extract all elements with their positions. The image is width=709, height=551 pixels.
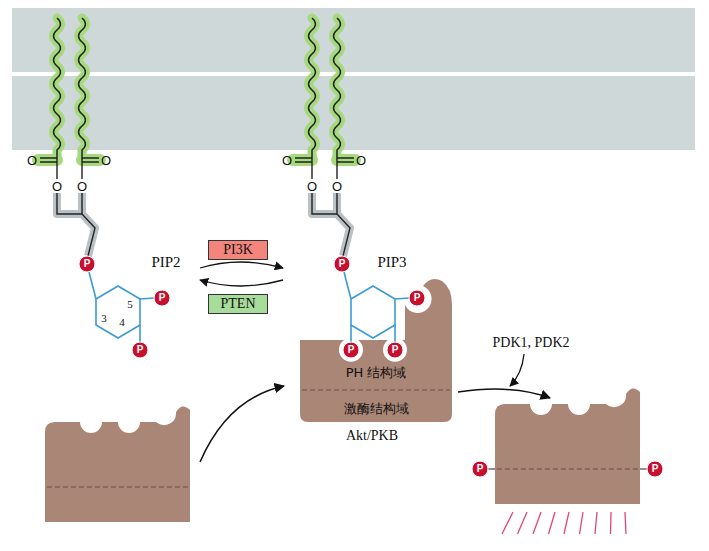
activity-ray — [595, 512, 597, 534]
phosphate-label: P — [84, 259, 91, 269]
atom-label: O — [52, 180, 62, 193]
membrane-band — [12, 76, 695, 150]
pip3-molecule — [293, 18, 425, 358]
ring-position: 4 — [119, 317, 125, 328]
enzyme-name: PTEN — [221, 297, 256, 311]
enzyme-box: PI3K — [208, 240, 268, 260]
protein-name: Akt/PKB — [346, 429, 398, 443]
reaction-arrow — [200, 280, 283, 286]
molecule-name: PIP3 — [377, 255, 406, 270]
activity-rays — [502, 512, 626, 534]
translocation-arrow — [200, 386, 284, 462]
phosphate-label: P — [652, 464, 659, 474]
activity-ray — [610, 512, 612, 534]
activity-ray — [625, 512, 626, 534]
activity-ray — [502, 512, 513, 534]
domain-divider — [302, 390, 450, 391]
activity-ray — [580, 512, 584, 534]
phosphate-circle — [647, 461, 663, 477]
activity-ray — [549, 512, 556, 534]
domain-divider — [497, 469, 638, 470]
domain-label: PH 结构域 — [346, 366, 407, 379]
phosphate-label: P — [392, 345, 399, 355]
atom-label: O — [282, 154, 292, 167]
domain-label: 激酶结构域 — [344, 402, 409, 415]
phosphate-circle — [343, 342, 359, 358]
reaction-arrow — [200, 262, 283, 268]
atom-label: O — [77, 180, 87, 193]
phosphate-label: P — [348, 345, 355, 355]
kinase-arrow — [510, 354, 524, 386]
phosphate-label: P — [414, 293, 421, 303]
phosphate-label: P — [137, 345, 144, 355]
atom-label: O — [27, 154, 37, 167]
atom-label: O — [332, 180, 342, 193]
activity-ray — [533, 512, 541, 534]
membrane-band — [12, 8, 695, 72]
ring-position: 3 — [101, 313, 107, 324]
phosphate-label: P — [339, 259, 346, 269]
akt-domain-labels: PH 结构域激酶结构域 Akt/PKB — [300, 355, 452, 450]
atom-label: O — [101, 154, 111, 167]
molecule-name: PIP2 — [151, 255, 180, 270]
pip2-molecule — [38, 18, 170, 358]
phosphate-circle — [472, 461, 488, 477]
phosphate-bond — [488, 468, 647, 469]
enzyme-name: PI3K — [223, 243, 253, 257]
akt-protein-bound — [300, 279, 452, 422]
akt-body — [495, 388, 640, 504]
activation-arrow — [458, 389, 550, 398]
akt-protein-active — [495, 388, 640, 504]
phosphate-label: P — [159, 293, 166, 303]
akt-protein-inactive — [45, 406, 190, 522]
atom-label: O — [356, 154, 366, 167]
phosphate-label: P — [477, 464, 484, 474]
activity-ray — [518, 512, 528, 534]
ring-position: 5 — [127, 299, 133, 310]
phosphate-bond — [350, 325, 352, 342]
domain-divider — [47, 487, 188, 488]
kinase-names: PDK1, PDK2 — [492, 336, 569, 350]
atom-label: O — [307, 180, 317, 193]
activity-ray — [564, 512, 569, 534]
enzyme-box: PTEN — [208, 294, 268, 314]
